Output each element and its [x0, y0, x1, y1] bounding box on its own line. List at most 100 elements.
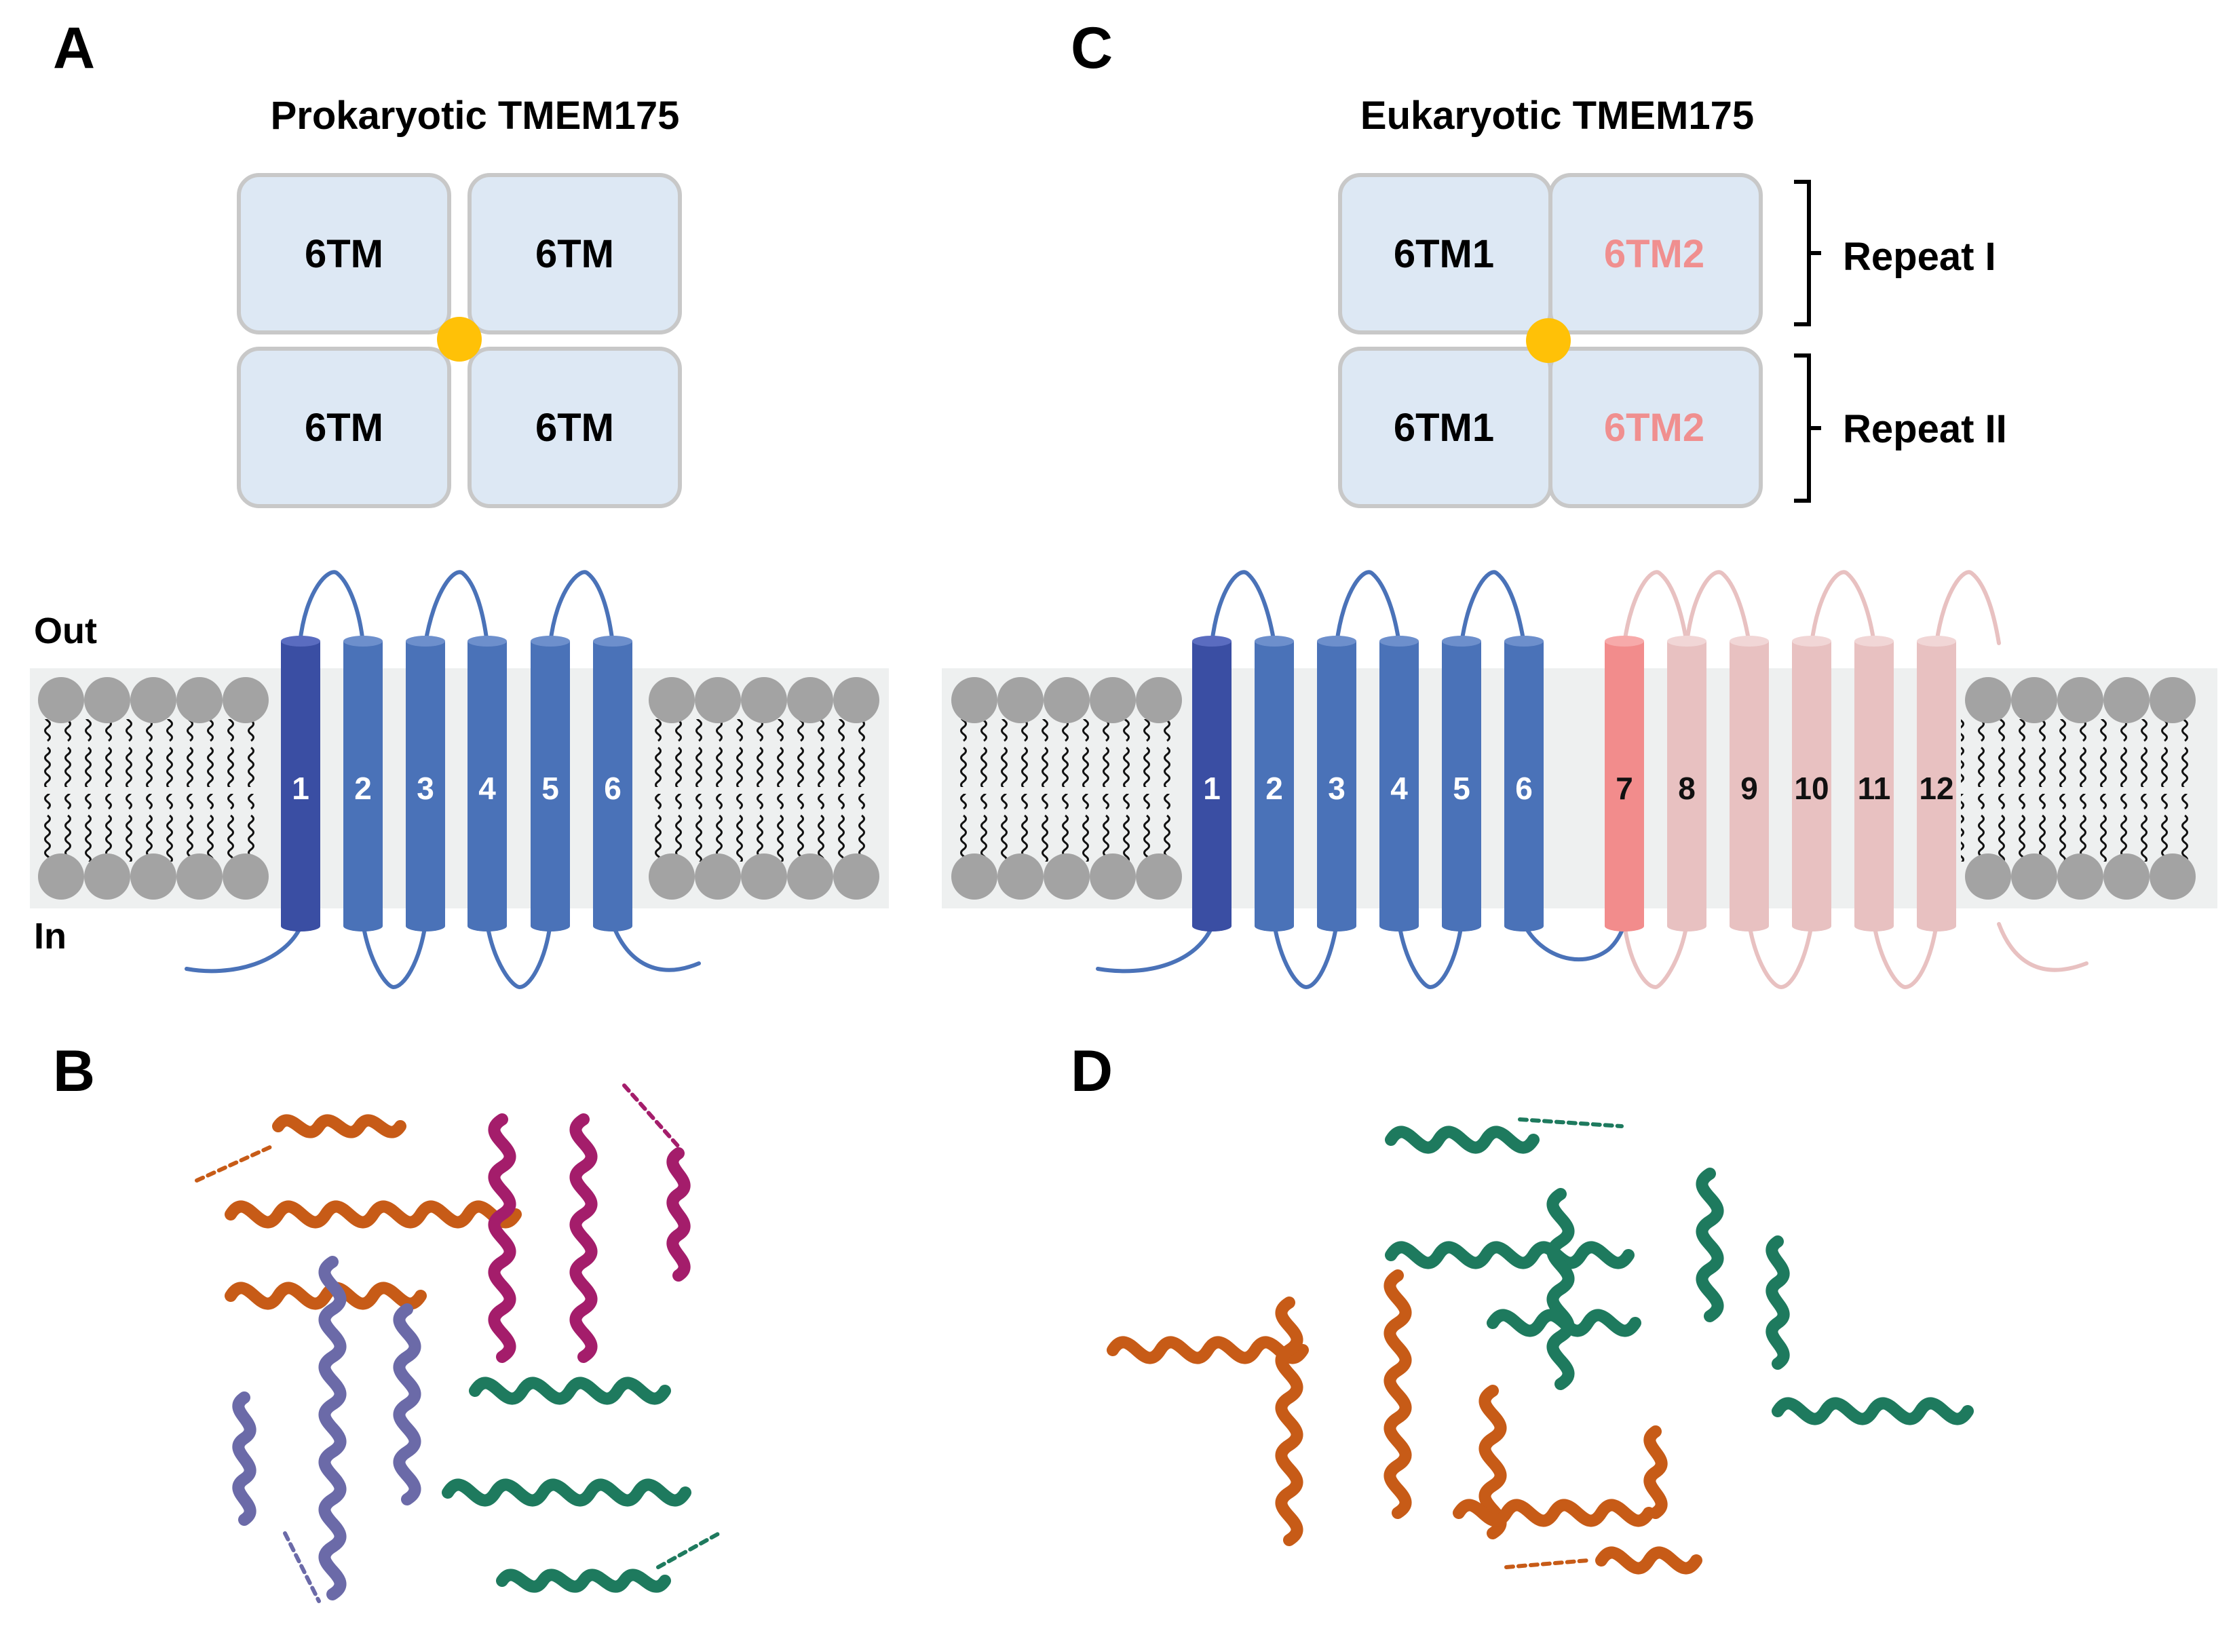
helix-body [406, 641, 445, 926]
domain-box [237, 173, 451, 334]
lipid-head [2057, 853, 2103, 900]
extracellular-loop [548, 570, 615, 645]
bracket-repeat-1 [1794, 180, 1821, 326]
c-terminal-helix [1772, 1397, 1974, 1425]
topology-loops-a [185, 570, 701, 990]
helix-number: 7 [1616, 771, 1633, 806]
helix-cap [467, 636, 507, 647]
helix-cap [593, 636, 632, 647]
helix-number: 6 [604, 771, 622, 806]
helix-bottom [1605, 921, 1644, 931]
helix-cap [1442, 636, 1481, 647]
lipid-head [1044, 677, 1090, 723]
repeat-ii-label: Repeat II [1843, 407, 2007, 451]
helix-cap [406, 636, 445, 647]
n-terminus-tail [1096, 922, 1215, 974]
helix-bottom [593, 921, 632, 931]
extracellular-loop [1810, 570, 1876, 645]
panel-letter-b: B [53, 1039, 95, 1104]
helix-number: 3 [417, 771, 434, 806]
helix-coil [1766, 1235, 1790, 1370]
helix-bottom [1730, 921, 1769, 931]
helix-bottom [1854, 921, 1894, 931]
domain-box-label: 6TM [305, 406, 383, 450]
lipid-tails [35, 794, 266, 862]
helix-body [1854, 641, 1894, 926]
intracellular-loop [1272, 922, 1339, 990]
lipid-head [84, 677, 130, 723]
topology-loops-c-pink [1622, 570, 2088, 990]
helix-coil [1487, 1309, 1641, 1337]
domain-box-label-pink: 6TM2 [1604, 406, 1704, 450]
helix-coil [318, 1256, 347, 1600]
helix-cap [1379, 636, 1419, 647]
lipid-tails [645, 794, 875, 862]
lipid-head [1090, 677, 1136, 723]
lipid-head [223, 677, 269, 723]
intracellular-loop [1397, 922, 1464, 990]
helix-number: 2 [1265, 771, 1283, 806]
helix-body [1792, 641, 1831, 926]
loop [622, 1083, 681, 1149]
lipid-tails [1961, 719, 2192, 787]
loop [1504, 1558, 1590, 1569]
tm-helix-8: 8 [1667, 636, 1706, 931]
helix-bottom [281, 921, 320, 931]
helix-bottom [1317, 921, 1356, 931]
helix-coil [442, 1478, 691, 1507]
lipid-head [1136, 677, 1182, 723]
helix-bottom [1504, 921, 1544, 931]
lipid-head [2011, 677, 2057, 723]
helix-coil [1453, 1499, 1655, 1527]
helix-number: 3 [1328, 771, 1345, 806]
helix-coil [666, 1147, 691, 1282]
extracellular-loop [1335, 570, 1401, 645]
lipid-head [2103, 853, 2150, 900]
tm-helix-2: 2 [343, 636, 383, 931]
intracellular-loop [1872, 922, 1939, 990]
helix-bottom [1192, 921, 1232, 931]
lipid-tails [35, 719, 266, 787]
helix-bottom [1667, 921, 1706, 931]
domain-box [237, 347, 451, 508]
helix-body [467, 641, 507, 926]
tm-helix-5: 5 [531, 636, 570, 931]
lipid-bilayer-right [645, 677, 879, 900]
helix-body [343, 641, 383, 926]
helix-coil [1696, 1168, 1724, 1322]
lipid-head [997, 677, 1044, 723]
loop [656, 1531, 721, 1569]
chain-green [442, 1377, 721, 1593]
domain-box [1548, 347, 1763, 508]
eukaryotic-structure-image [1107, 1117, 1974, 1575]
helix-bottom [1792, 921, 1831, 931]
helix-coil [1546, 1188, 1575, 1390]
helices-c: 1 2 3 4 [1192, 636, 1956, 931]
lipid-head [951, 677, 997, 723]
lipid-head [2011, 853, 2057, 900]
helix-coil [1383, 1269, 1412, 1519]
lipid-head [649, 853, 695, 900]
extracellular-loop [298, 570, 365, 645]
helix-cap [1730, 636, 1769, 647]
helix-cap [1792, 636, 1831, 647]
panel-letter-c: C [1071, 16, 1113, 81]
helix-bottom [467, 921, 507, 931]
extracellular-loop [1210, 570, 1276, 645]
lipid-tails [947, 719, 1178, 787]
c-terminus-tail [611, 922, 701, 972]
helix-number: 10 [1794, 771, 1829, 806]
panel-a-title: Prokaryotic TMEM175 [271, 94, 680, 138]
panel-b: B [53, 1039, 721, 1603]
pore-marker [1526, 318, 1571, 363]
chain-purple [488, 1083, 691, 1363]
helix-cap [1667, 636, 1706, 647]
tm-helix-5: 5 [1442, 636, 1481, 931]
helix-number: 4 [478, 771, 496, 806]
lipid-head [649, 677, 695, 723]
panel-c-title: Eukaryotic TMEM175 [1360, 94, 1754, 138]
lipid-head [951, 853, 997, 900]
helix-cap [531, 636, 570, 647]
domain-box-label-pink: 6TM2 [1604, 232, 1704, 276]
